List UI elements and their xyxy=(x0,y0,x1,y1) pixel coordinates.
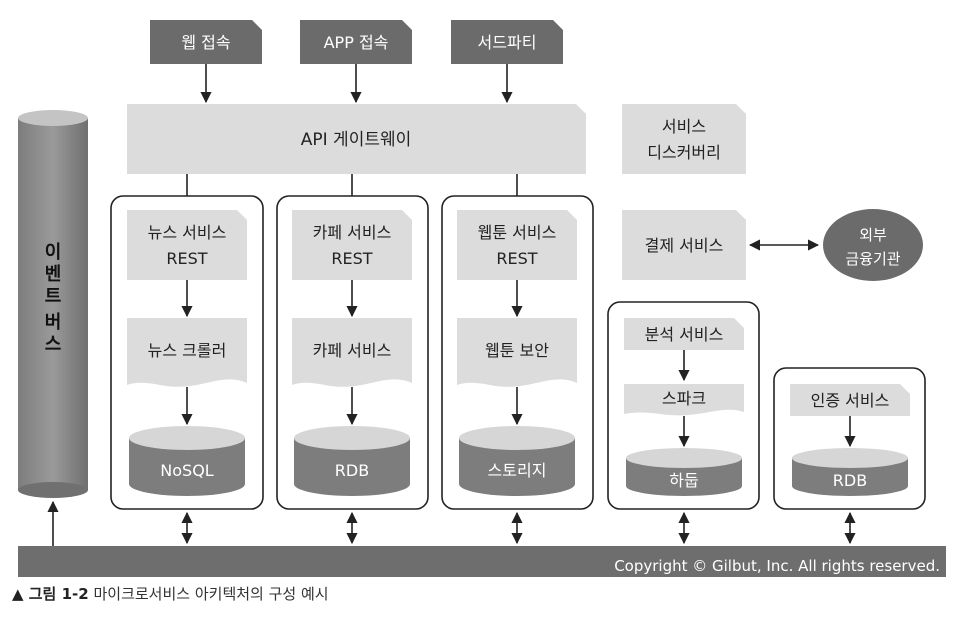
cafe-rdb-label: RDB xyxy=(335,461,369,480)
external-financial-ellipse: 외부 금융기관 xyxy=(823,209,923,281)
bottom-bus-bar: Copyright © Gilbut, Inc. All rights rese… xyxy=(18,546,946,577)
external-label-2: 금융기관 xyxy=(845,250,900,268)
hadoop-label: 하둡 xyxy=(669,471,698,490)
nosql-label: NoSQL xyxy=(160,461,214,480)
event-bus-char-2: 벤 xyxy=(45,264,62,285)
api-gateway-box: API 게이트웨이 xyxy=(127,104,586,174)
analytics-service-group: 분석 서비스 스파크 하둡 xyxy=(607,301,760,510)
auth-service-group: 인증 서비스 RDB xyxy=(773,367,926,510)
event-bus-char-3: 트 xyxy=(45,286,62,307)
web-access-label: 웹 접속 xyxy=(181,33,230,52)
service-discovery-box: 서비스 디스커버리 xyxy=(622,104,746,174)
storage-label: 스토리지 xyxy=(488,461,547,480)
spark-label: 스파크 xyxy=(662,389,706,408)
cafe-service-rest: REST xyxy=(331,249,372,268)
cafe-service-group: 카페 서비스 REST 카페 서비스 RDB xyxy=(276,195,429,510)
event-bus-char-1: 이 xyxy=(45,242,62,263)
webtoon-security-label: 웹툰 보안 xyxy=(485,341,549,360)
payment-service-box: 결제 서비스 xyxy=(622,210,746,280)
third-party-label: 서드파티 xyxy=(478,33,537,52)
event-bus-char-4: 버 xyxy=(45,312,62,333)
figure-caption: ▲ 그림 1-2 마이크로서비스 아키텍처의 구성 예시 xyxy=(12,583,329,604)
auth-service-label: 인증 서비스 xyxy=(811,391,890,410)
news-service-rest: REST xyxy=(166,249,207,268)
web-access-box: 웹 접속 xyxy=(150,20,262,64)
webtoon-service-label: 웹툰 서비스 xyxy=(478,223,557,242)
app-access-label: APP 접속 xyxy=(324,33,389,52)
external-label-1: 외부 xyxy=(859,226,887,244)
news-service-label: 뉴스 서비스 xyxy=(148,223,227,242)
service-discovery-line1: 서비스 xyxy=(662,117,706,136)
event-bus-cylinder: 이 벤 트 버 스 xyxy=(18,110,88,498)
cafe-inner-service-label: 카페 서비스 xyxy=(313,341,392,360)
figure-caption-text: 마이크로서비스 아키텍처의 구성 예시 xyxy=(93,585,329,603)
news-crawler-label: 뉴스 크롤러 xyxy=(148,341,227,360)
figure-number: ▲ 그림 1-2 xyxy=(12,585,89,603)
webtoon-service-rest: REST xyxy=(496,249,537,268)
app-access-box: APP 접속 xyxy=(300,20,412,64)
event-bus-char-5: 스 xyxy=(45,334,62,355)
analytics-service-label: 분석 서비스 xyxy=(645,325,724,344)
cafe-service-label: 카페 서비스 xyxy=(313,223,392,242)
third-party-box: 서드파티 xyxy=(451,20,563,64)
webtoon-service-group: 웹툰 서비스 REST 웹툰 보안 스토리지 xyxy=(441,195,594,510)
auth-rdb-label: RDB xyxy=(833,471,867,490)
news-service-group: 뉴스 서비스 REST 뉴스 크롤러 NoSQL xyxy=(110,195,264,510)
service-discovery-line2: 디스커버리 xyxy=(647,143,721,162)
payment-service-label: 결제 서비스 xyxy=(645,236,724,255)
copyright-text: Copyright © Gilbut, Inc. All rights rese… xyxy=(614,557,940,575)
api-gateway-label: API 게이트웨이 xyxy=(301,130,412,150)
